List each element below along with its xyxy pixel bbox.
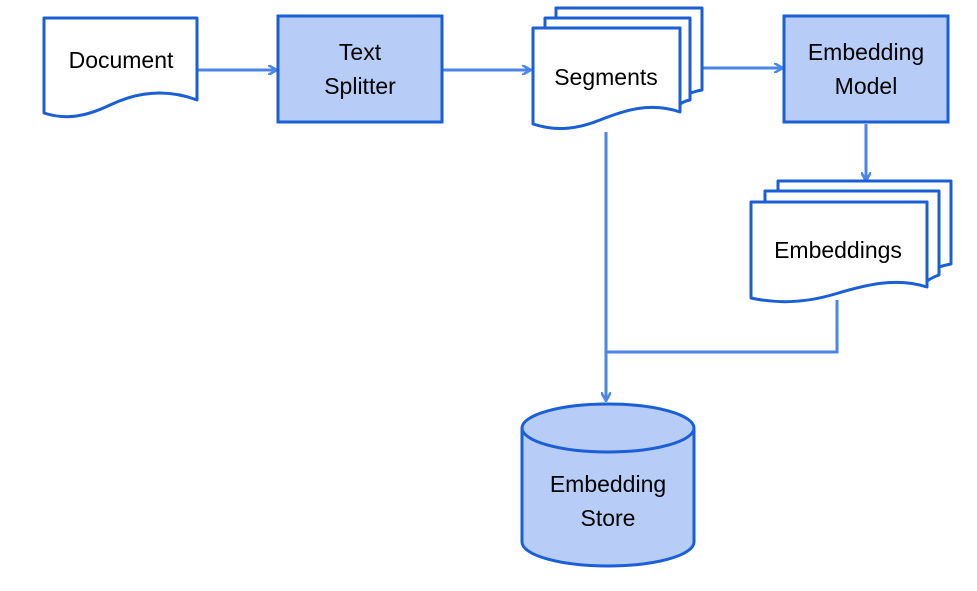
document-label: Document <box>69 47 174 73</box>
document-node: Document <box>42 16 199 119</box>
embeddings-label: Embeddings <box>774 237 902 263</box>
embedding-store-label-line1: Embedding <box>550 471 666 497</box>
embedding-store-top <box>520 402 696 454</box>
edge-embeddings-to-store <box>606 300 839 354</box>
embedding-store-body <box>520 428 696 568</box>
embedding-model-box <box>782 14 950 124</box>
segments-front-page <box>531 26 682 131</box>
embedding-model-label-line1: Embedding <box>808 39 924 65</box>
text-splitter-box <box>276 14 444 124</box>
embedding-store-label-line2: Store <box>581 505 636 531</box>
text-splitter-label-line2: Splitter <box>324 73 396 99</box>
text-splitter-node: Text Splitter <box>276 14 444 124</box>
segments-label: Segments <box>554 64 658 90</box>
embeddings-node: Embeddings <box>749 179 953 304</box>
embedding-model-label-line2: Model <box>835 73 898 99</box>
segments-node: Segments <box>531 6 704 131</box>
embeddings-front-page <box>749 200 929 304</box>
connectors <box>197 68 866 400</box>
document-shape <box>42 16 199 119</box>
text-splitter-label-line1: Text <box>339 39 382 65</box>
embedding-store-node: Embedding Store <box>520 402 696 568</box>
embedding-model-node: Embedding Model <box>782 14 950 124</box>
